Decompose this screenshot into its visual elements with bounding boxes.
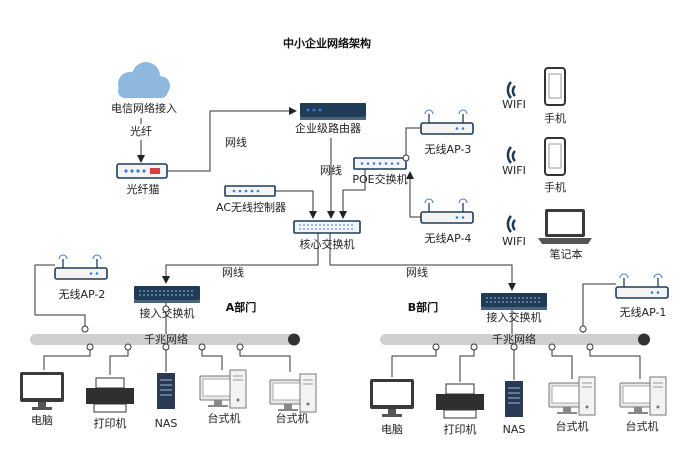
desktop-icon-a2 bbox=[269, 373, 317, 413]
modem-icon bbox=[116, 163, 168, 179]
printer-icon-a bbox=[86, 377, 134, 413]
ap1-label: 无线AP-1 bbox=[620, 305, 667, 319]
diagram-title: 中小企业网络架构 bbox=[283, 36, 371, 50]
ap3-icon bbox=[420, 109, 474, 135]
desktop-icon-b2 bbox=[619, 376, 667, 416]
laptop-icon bbox=[538, 209, 592, 244]
ac-controller-icon bbox=[224, 185, 276, 197]
printer-icon-b bbox=[436, 383, 484, 419]
backbone-label-b: 千兆网络 bbox=[492, 332, 536, 346]
phone-label-2: 手机 bbox=[544, 180, 566, 194]
ap1-icon bbox=[615, 273, 669, 299]
printer-label-a: 打印机 bbox=[94, 416, 127, 430]
cable-label-core-a: 网线 bbox=[222, 265, 244, 279]
ap3-label: 无线AP-3 bbox=[425, 142, 472, 156]
phone-icon-2 bbox=[544, 137, 566, 176]
backbone-b bbox=[380, 333, 650, 346]
wifi-label-3: WIFI bbox=[502, 235, 526, 248]
backbone-a bbox=[30, 333, 300, 346]
nas-label-b: NAS bbox=[503, 423, 526, 436]
poe-switch-icon bbox=[353, 157, 407, 170]
pc-label-b: 电脑 bbox=[381, 423, 403, 436]
pc-icon-b bbox=[370, 379, 414, 417]
desktop-label-b2: 台式机 bbox=[626, 419, 659, 433]
router-icon bbox=[300, 103, 366, 120]
desktop-label-a2: 台式机 bbox=[276, 411, 309, 425]
wifi-icon-1 bbox=[506, 80, 517, 100]
ap4-icon bbox=[420, 198, 474, 224]
phone-icon-1 bbox=[544, 67, 566, 106]
nas-icon-b bbox=[505, 381, 523, 417]
desktop-label-a1: 台式机 bbox=[208, 411, 241, 425]
access-switch-b-icon bbox=[481, 293, 547, 310]
laptop-label: 笔记本 bbox=[550, 247, 583, 261]
cloud-icon bbox=[118, 62, 170, 98]
fiber-label: 光纤 bbox=[130, 124, 152, 138]
ap2-label: 无线AP-2 bbox=[59, 287, 106, 301]
desktop-label-b1: 台式机 bbox=[556, 419, 589, 433]
access-switch-a-icon bbox=[134, 286, 200, 303]
poe-label: POE交换机 bbox=[352, 172, 407, 186]
ap2-icon bbox=[54, 254, 108, 280]
modem-label: 光纤猫 bbox=[127, 182, 160, 196]
wifi-icon-2 bbox=[506, 145, 517, 165]
wifi-label-2: WIFI bbox=[502, 164, 526, 177]
desktop-icon-b1 bbox=[548, 376, 596, 416]
pc-label-a: 电脑 bbox=[31, 414, 53, 427]
nas-icon-a bbox=[157, 373, 175, 409]
access-label-b: 接入交换机 bbox=[487, 310, 542, 324]
cloud-label: 电信网络接入 bbox=[111, 101, 177, 115]
cable-label-core-b: 网线 bbox=[406, 265, 428, 279]
wifi-icon-3 bbox=[506, 214, 517, 234]
core-label: 核心交换机 bbox=[300, 237, 355, 251]
wifi-label-1: WIFI bbox=[502, 98, 526, 111]
dept-b-label: B部门 bbox=[408, 300, 438, 314]
dept-a-label: A部门 bbox=[226, 300, 257, 314]
printer-label-b: 打印机 bbox=[444, 422, 477, 436]
phone-label-1: 手机 bbox=[544, 111, 566, 125]
backbone-label-a: 千兆网络 bbox=[144, 332, 188, 346]
core-switch-icon bbox=[293, 220, 361, 234]
ap4-label: 无线AP-4 bbox=[425, 231, 472, 245]
cable-label-router-core: 网线 bbox=[320, 163, 342, 177]
desktop-icon-a1 bbox=[199, 369, 247, 409]
pc-icon-a bbox=[20, 372, 64, 410]
nas-label-a: NAS bbox=[155, 417, 178, 430]
access-label-a: 接入交换机 bbox=[140, 306, 195, 320]
ac-label: AC无线控制器 bbox=[216, 200, 286, 214]
cable-label-modem-router: 网线 bbox=[225, 135, 247, 149]
router-label: 企业级路由器 bbox=[295, 121, 361, 135]
